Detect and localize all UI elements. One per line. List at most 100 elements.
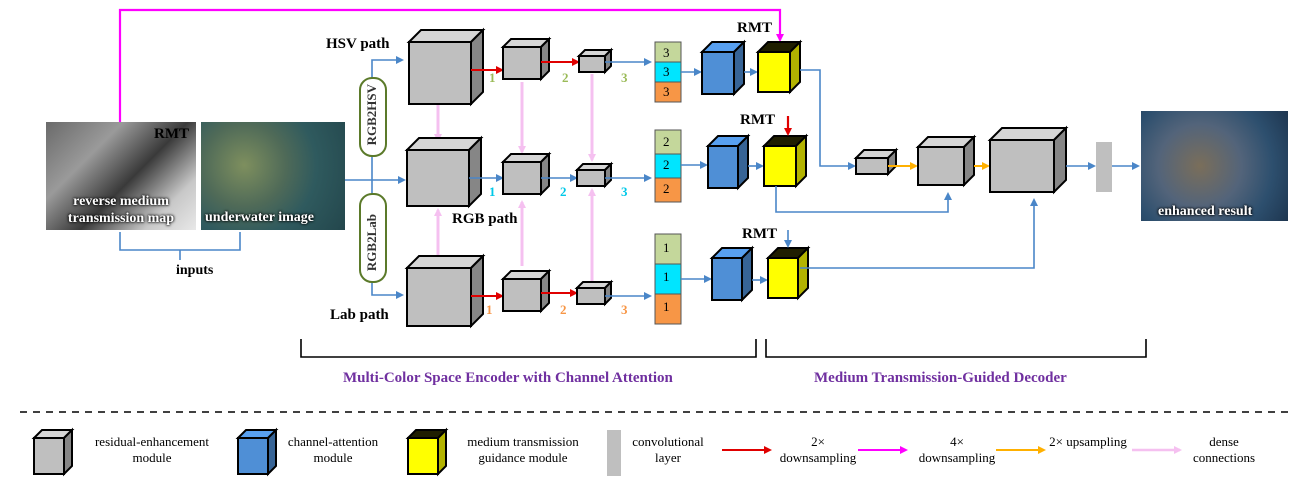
stack-top-lab	[654, 81, 682, 103]
hsv-res-1-front	[408, 41, 472, 105]
rgb-scale-2: 2	[560, 184, 567, 199]
ca-mid-front	[707, 145, 739, 189]
legend-dense-text: dense connections	[1192, 434, 1256, 466]
hsv-scale-3: 3	[621, 70, 628, 85]
mtg-bot-side	[797, 245, 809, 301]
legend-conv-rect	[607, 430, 621, 476]
mtg-bot-front	[767, 257, 799, 299]
dec-res-3-side	[1053, 125, 1067, 195]
rgb-res-1-side	[468, 135, 482, 209]
rgb2lab-box	[359, 193, 387, 283]
mtg-mid-front	[763, 145, 797, 187]
conv-layer	[1096, 142, 1112, 192]
dec-res-1-front	[855, 157, 889, 175]
hsv-res-1-side	[470, 27, 484, 107]
legend-up2-text: 2× upsampling	[1049, 434, 1127, 449]
legend-conv-text: convolutional layer	[632, 434, 704, 466]
rgb-path-label: RGB path	[452, 211, 518, 227]
rmt-label-middle: RMT	[740, 112, 775, 128]
hsv-res-3-front	[578, 55, 606, 73]
decoder-bracket	[765, 339, 1147, 358]
legend-mtg-text: medium transmission guidance module	[467, 434, 579, 466]
rgb2hsv-box	[359, 77, 387, 157]
dec-res-3-front	[989, 139, 1055, 193]
mtg-bot-to-dec	[800, 198, 1038, 269]
mtg-mid-side	[795, 133, 807, 189]
rgb-res-1-front	[406, 149, 470, 207]
hsv-res-2-front	[502, 46, 542, 80]
underwater-image	[201, 122, 345, 230]
rmt-caption-line: reverse medium transmission map	[67, 194, 175, 226]
stack-bot-num-1: 1	[663, 240, 670, 255]
rgb2hsv-label: RGB2HSV	[364, 84, 379, 146]
lab-res-1-side	[470, 253, 484, 329]
lab-scale-1: 1	[486, 302, 493, 317]
encoder-bracket	[300, 339, 757, 358]
hsv-res-2-side	[540, 36, 550, 82]
stack-bot-hsv	[654, 233, 682, 265]
legend-mtg-cube-side	[437, 427, 447, 477]
enhanced-caption: enhanced result	[1158, 204, 1253, 219]
rgb-res-2-side	[540, 151, 550, 197]
legend-mtg-cube-front	[407, 437, 439, 475]
ca-bot-front	[711, 257, 743, 301]
stack-mid-hsv	[654, 129, 682, 155]
legend-attention-cube-side	[267, 427, 277, 477]
underwater-caption: underwater image	[205, 210, 314, 225]
lab-res-3-front	[576, 287, 606, 305]
rmt-magenta-arrow	[118, 8, 784, 127]
mtg-top-front	[757, 51, 791, 93]
dec-res-2-side	[963, 134, 975, 188]
lab-scale-2: 2	[560, 302, 567, 317]
stack-bot-lab	[654, 293, 682, 325]
stack-top-num-2: 3	[663, 64, 670, 79]
rgb-res-2-front	[502, 161, 542, 195]
hsv-path-label: HSV path	[326, 36, 390, 52]
legend-down2-text: 2× downsampling	[779, 434, 857, 466]
stack-mid-num-1: 2	[663, 134, 670, 149]
lab-scale-3: 3	[621, 302, 628, 317]
ca-top-front	[701, 51, 735, 95]
stack-mid-num-2: 2	[663, 157, 670, 172]
legend-attention-text: channel-attention module	[287, 434, 379, 466]
stack-mid-lab	[654, 177, 682, 203]
rmt-tag: RMT	[154, 126, 189, 142]
dec-res-2-front	[917, 146, 965, 186]
encoder-section-title: Multi-Color Space Encoder with Channel A…	[343, 370, 673, 386]
ca-mid-side	[737, 133, 749, 191]
hsv-scale-1: 1	[489, 70, 496, 85]
rmt-label-bottom: RMT	[742, 226, 777, 242]
legend-attention-cube-front	[237, 437, 269, 475]
stack-top-num-3: 3	[663, 84, 670, 99]
inputs-bracket	[119, 232, 241, 251]
rgb-scale-1: 1	[489, 184, 496, 199]
mtg-top-side	[789, 39, 801, 95]
lab-res-2-side	[540, 268, 550, 314]
stack-mid-rgb	[654, 153, 682, 179]
lab-res-1-front	[406, 267, 472, 327]
hsv-scale-2: 2	[562, 70, 569, 85]
inputs-label: inputs	[176, 263, 214, 278]
lab-res-2-front	[502, 278, 542, 312]
decoder-section-title: Medium Transmission-Guided Decoder	[814, 370, 1067, 386]
ca-top-side	[733, 39, 745, 97]
mtg-top-to-dec	[800, 69, 856, 170]
rgb-scale-3: 3	[621, 184, 628, 199]
rgb2lab-label: RGB2Lab	[364, 214, 379, 272]
ca-bot-side	[741, 245, 753, 303]
stack-top-num-1: 3	[663, 45, 670, 60]
stack-bot-num-2: 1	[663, 269, 670, 284]
legend-residual-cube-side	[63, 427, 73, 477]
rgb-res-3-front	[576, 169, 606, 187]
stack-mid-num-3: 2	[663, 181, 670, 196]
legend-down4-text: 4× downsampling	[918, 434, 996, 466]
legend-residual-text: residual-enhancement module	[94, 434, 210, 466]
rmt-label-top: RMT	[737, 20, 772, 36]
stack-bot-num-3: 1	[663, 299, 670, 314]
enhanced-result-image	[1141, 111, 1288, 221]
rmt-map-image	[46, 122, 196, 230]
lab-path-label: Lab path	[330, 307, 389, 323]
legend-residual-cube-front	[33, 437, 65, 475]
